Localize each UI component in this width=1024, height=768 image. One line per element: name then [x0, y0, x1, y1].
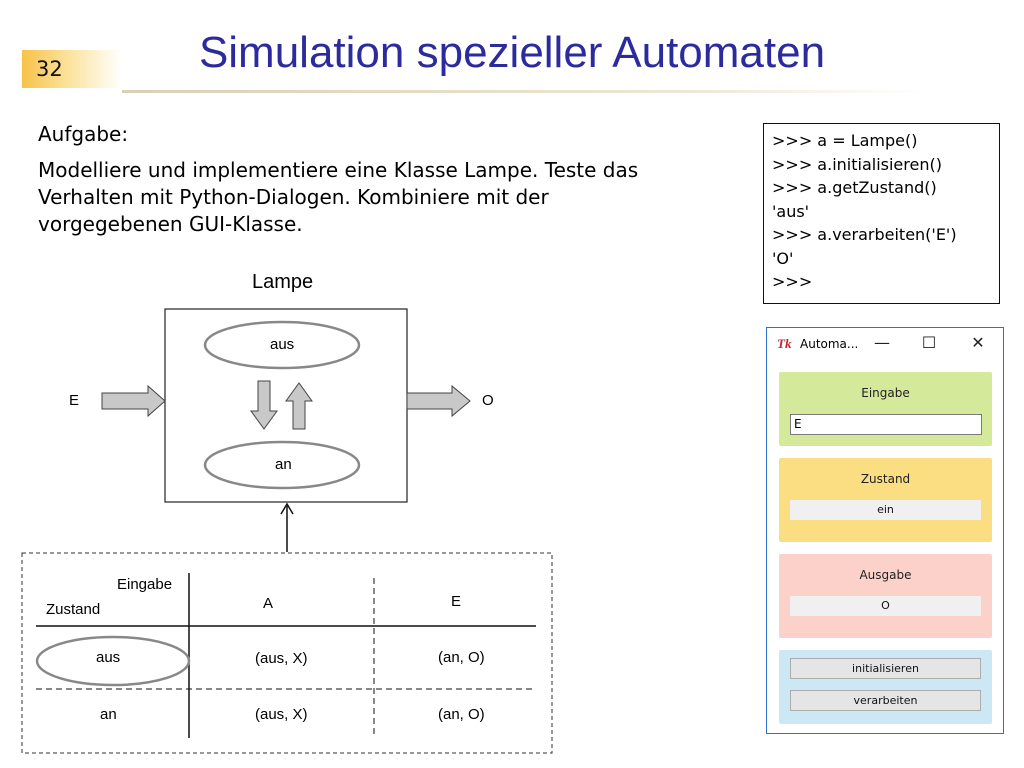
console-line: >>> a.verarbeiten('E'): [772, 225, 957, 244]
close-icon[interactable]: ✕: [971, 333, 985, 352]
zustand-panel: Zustand ein: [779, 458, 992, 542]
button-panel: initialisieren verarbeiten: [779, 650, 992, 724]
title-divider: [122, 90, 930, 93]
state-label-an: an: [275, 456, 292, 473]
lampe-label: Lampe: [252, 271, 314, 293]
console-line: >>> a.getZustand(): [772, 178, 937, 197]
ausgabe-label: Ausgabe: [859, 568, 912, 582]
minimize-icon[interactable]: —: [874, 333, 890, 352]
output-arrow-icon: [406, 384, 471, 418]
table-corner-eingabe: Eingabe: [117, 576, 173, 593]
slide-title: Simulation spezieller Automaten: [198, 28, 826, 77]
up-arrow-icon: [285, 382, 313, 430]
table-corner-zustand: Zustand: [46, 601, 101, 618]
table-cell: (aus, X): [255, 650, 308, 667]
output-label: O: [482, 392, 494, 409]
initialisieren-button[interactable]: initialisieren: [790, 658, 981, 679]
tk-app-icon: Tk: [777, 336, 792, 351]
gui-window-title: Automa...: [800, 337, 859, 351]
console-line: >>> a = Lampe(): [772, 131, 918, 150]
verarbeiten-button[interactable]: verarbeiten: [790, 690, 981, 711]
zustand-label: Zustand: [860, 472, 911, 486]
console-line: >>> a.initialisieren(): [772, 154, 942, 174]
eingabe-panel: Eingabe E: [779, 372, 992, 446]
gui-window: Tk Automa... — ☐ ✕ Eingabe E Zustand ein…: [766, 327, 1004, 734]
slide-number: 32: [36, 57, 63, 81]
table-cell: (an, O): [438, 649, 485, 666]
eingabe-label: Eingabe: [861, 386, 910, 400]
maximize-icon[interactable]: ☐: [921, 333, 937, 352]
input-label: E: [69, 392, 80, 409]
current-state-highlight: [35, 635, 191, 687]
table-column-header: E: [451, 593, 462, 610]
slide-number-badge: [22, 50, 122, 88]
table-cell: (aus, X): [255, 706, 308, 723]
connector-arrowhead-icon: [280, 502, 294, 515]
state-label-aus: aus: [270, 336, 295, 353]
console-line: 'O': [772, 248, 794, 268]
table-cell: (an, O): [438, 706, 485, 723]
console-line: 'aus': [772, 201, 810, 221]
transition-table-frame: [21, 552, 553, 754]
state-an-ellipse: [203, 440, 361, 490]
python-console: >>> a = Lampe() >>> a.initialisieren() >…: [763, 123, 1000, 304]
table-column-header: A: [263, 595, 274, 612]
zustand-value: ein: [790, 500, 981, 520]
task-description: Modelliere und implementiere eine Klasse…: [38, 158, 639, 236]
ausgabe-panel: Ausgabe O: [779, 554, 992, 638]
ausgabe-value: O: [790, 596, 981, 616]
down-arrow-icon: [250, 380, 278, 430]
gui-titlebar[interactable]: Tk Automa... — ☐ ✕: [767, 328, 1003, 360]
table-row-state: aus: [96, 649, 121, 666]
console-line: >>>: [772, 272, 813, 291]
eingabe-input[interactable]: E: [790, 414, 982, 435]
state-aus-ellipse: [203, 320, 361, 370]
table-row-state: an: [100, 706, 117, 723]
input-arrow-icon: [101, 384, 166, 418]
task-heading: Aufgabe:: [38, 122, 129, 146]
